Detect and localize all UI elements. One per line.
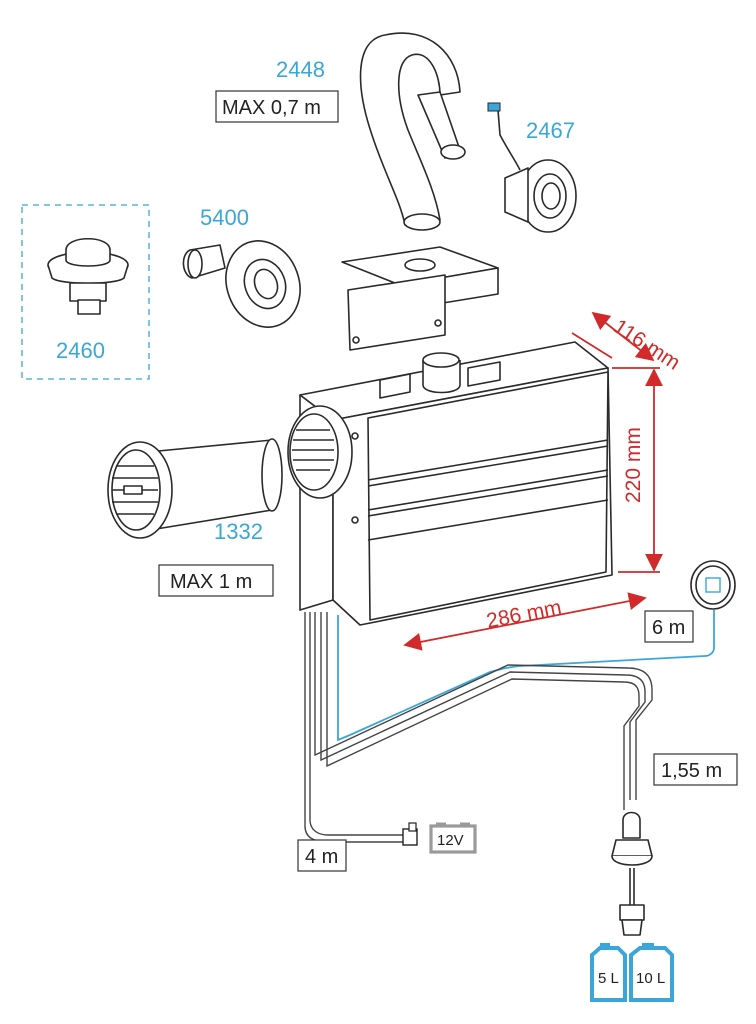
power-cable-label: 4 m [305,846,338,868]
max-length-side-box: MAX 1 m [158,564,274,597]
mounting-bracket [341,246,499,351]
height-label: 220 mm [622,427,645,503]
battery-12v: 12V [429,822,477,854]
fuel-line-and-harness [304,612,653,843]
optional-part-2460-frame [21,204,150,380]
width-label: 286 mm [485,596,564,633]
air-duct-2448 [359,32,466,231]
dimension-height: 220 mm [612,367,663,573]
side-grille [292,429,334,471]
panel-cable-label: 6 m [652,617,685,639]
tank-5l-label: 5 L [598,970,619,987]
control-panel [337,560,736,742]
fuel-pump [611,811,653,936]
outlet-2467 [487,102,577,233]
fuel-line-label: 1,55 m [661,760,722,782]
tank-10l-label: 10 L [636,970,665,987]
battery-label: 12V [437,832,464,849]
fuel-tank-10l: 10 L [629,943,674,1002]
part-number-2460: 2460 [56,338,105,363]
heater-unit [287,341,613,626]
part-number-1332: 1332 [214,519,263,544]
part-number-2467: 2467 [526,118,575,143]
max-length-side-label: MAX 1 m [170,571,252,593]
fuel-line-length-box: 1,55 m [653,753,738,786]
fuel-tank-5l: 5 L [590,943,627,1002]
outlet-5400 [182,240,301,328]
depth-label: 116 mm [609,315,684,375]
part-number-5400: 5400 [200,205,249,230]
max-length-top-box: MAX 0,7 m [215,90,339,123]
battery-connector [402,822,418,846]
power-cable-length-box: 4 m [297,839,347,872]
duct-outlet-1332 [107,438,283,539]
part-number-2448: 2448 [276,57,325,82]
max-length-top-label: MAX 0,7 m [222,97,321,119]
panel-cable-length-box: 6 m [644,610,694,643]
